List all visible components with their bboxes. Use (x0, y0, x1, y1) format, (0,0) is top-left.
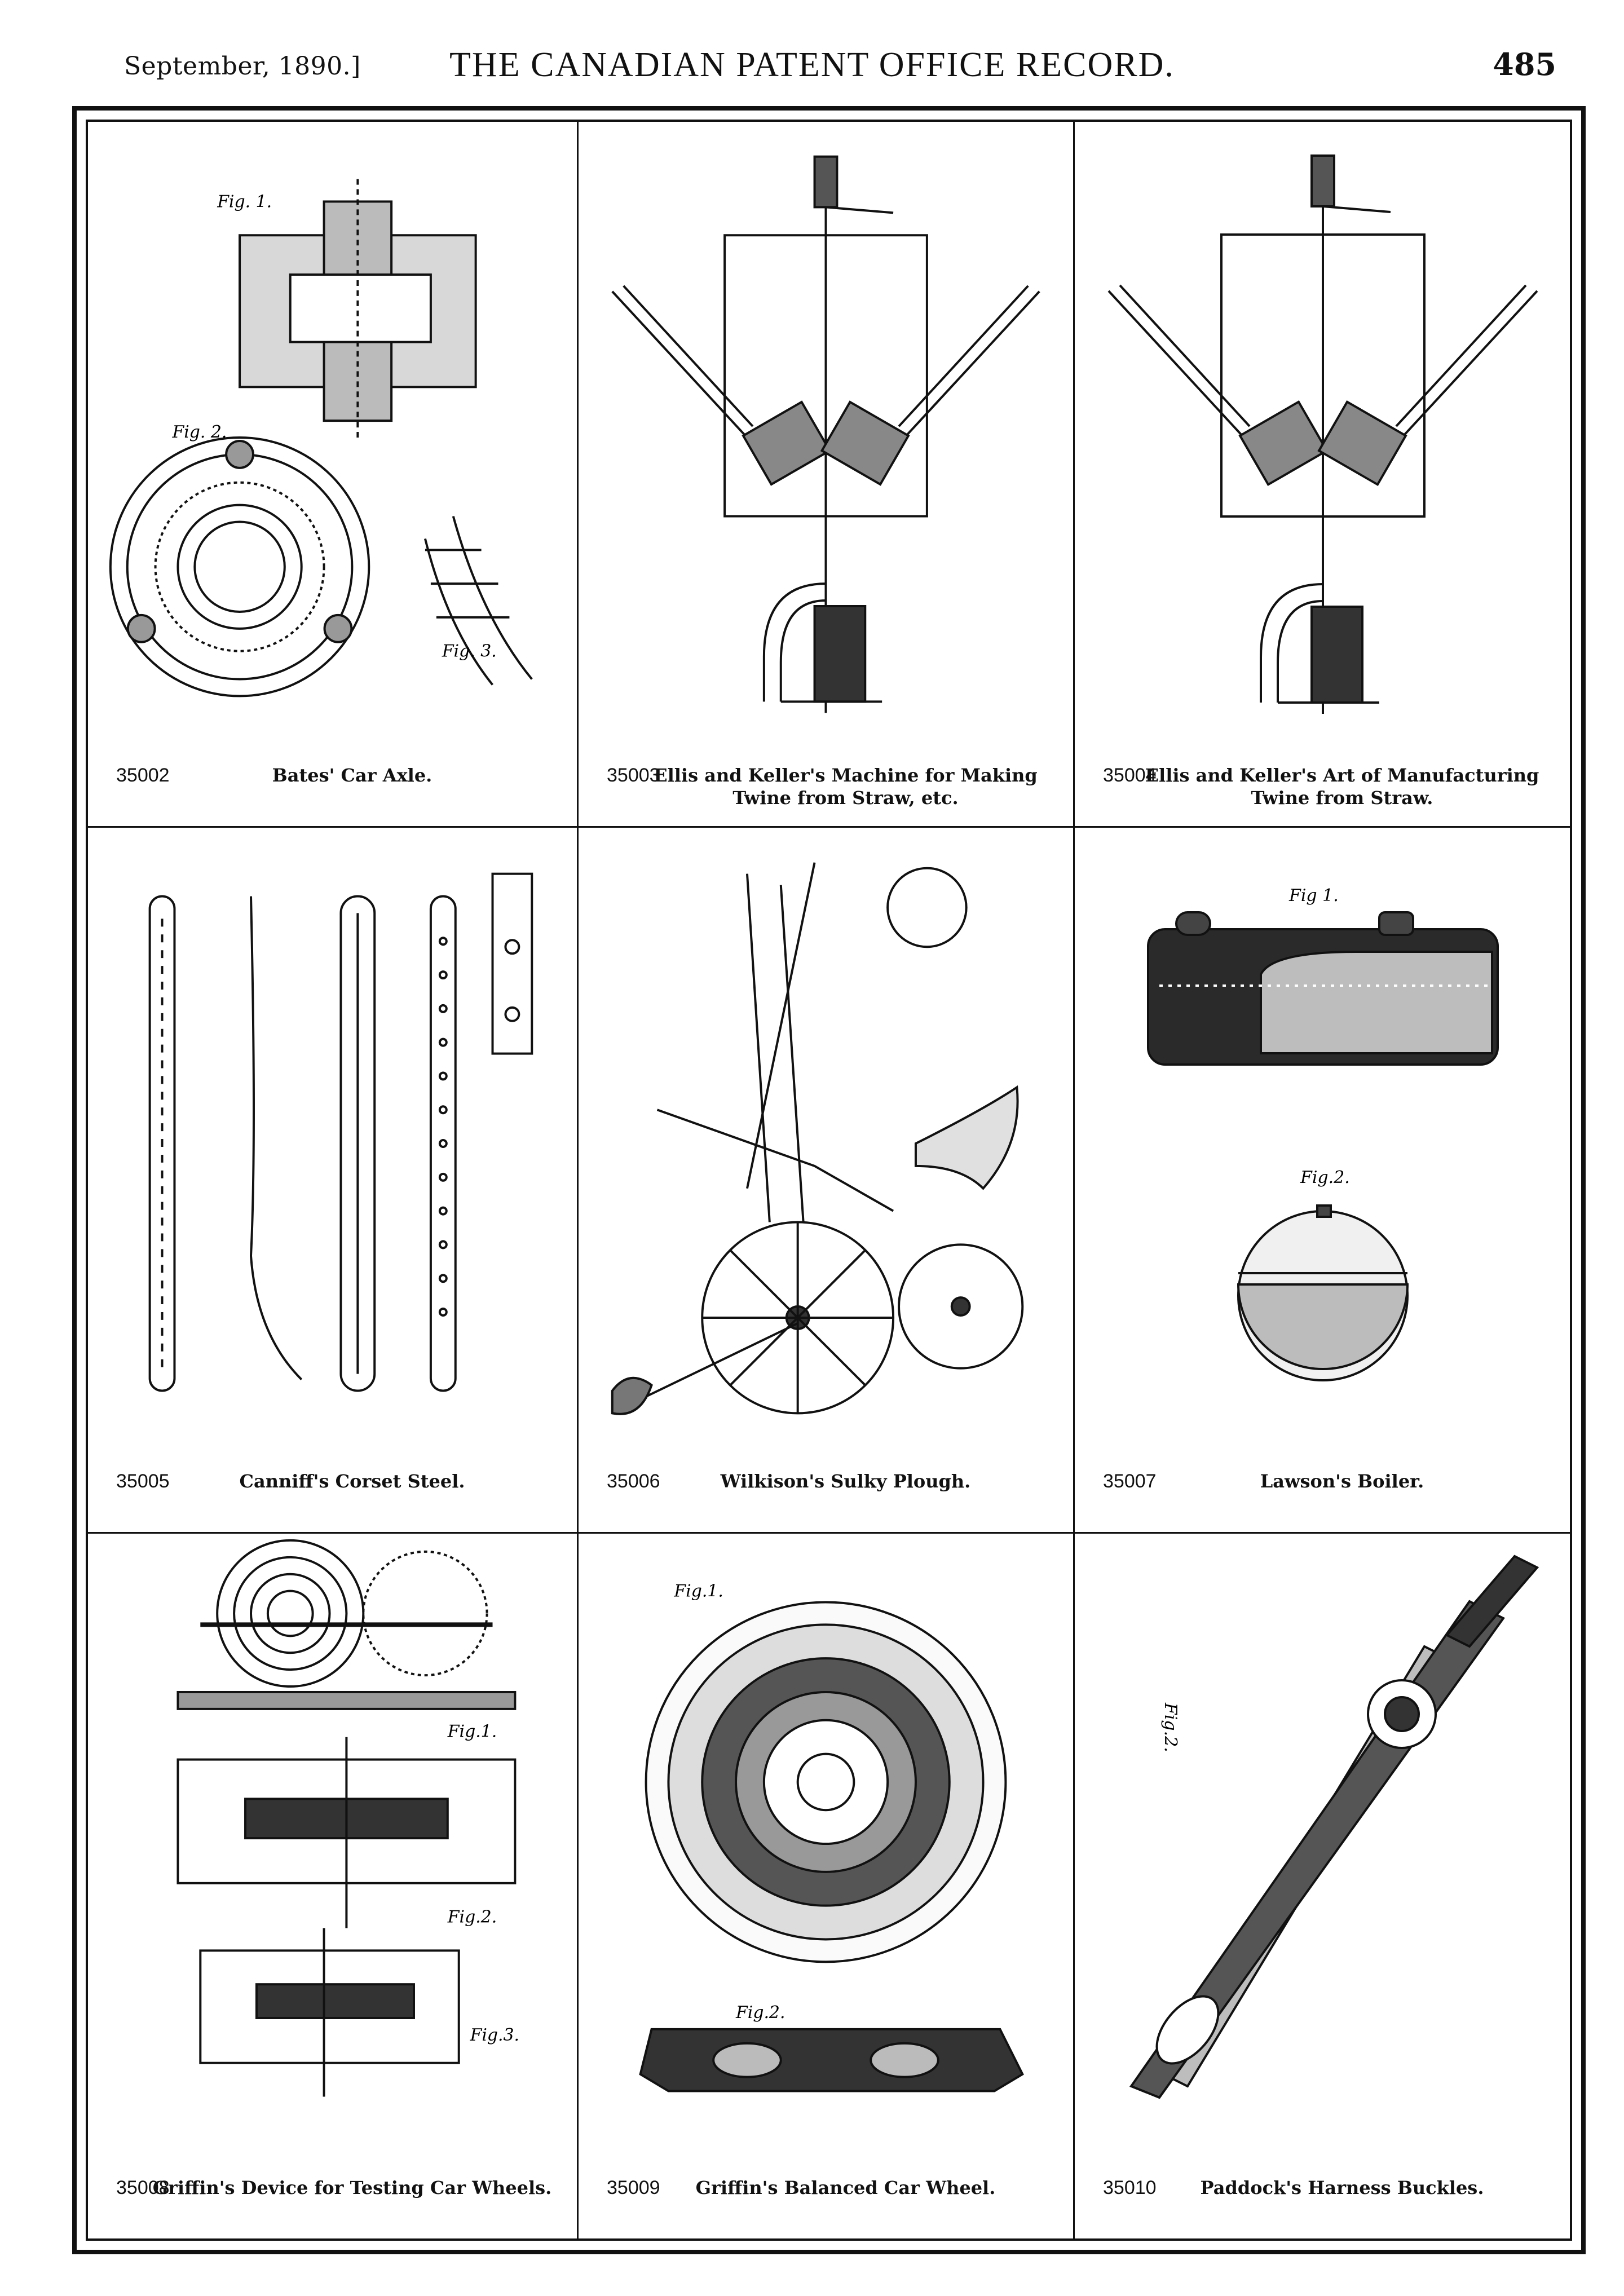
patent-title: Wilkison's Sulky Plough. (720, 1471, 971, 1492)
patent-grid: Fig. 1. Fig. 2. Fig. 3. 35002 Bates' Car… (88, 122, 1570, 2238)
journal-title: THE CANADIAN PATENT OFFICE RECORD. (449, 46, 1175, 84)
twine-art-illustration (1107, 154, 1538, 714)
patent-title: Paddock's Harness Buckles. (1200, 2177, 1484, 2198)
patent-title: Ellis and Keller's Art of Manufacturing (1145, 765, 1539, 786)
outer-frame (72, 106, 1586, 2254)
testing-fig-label-1: Fig.1. (447, 1722, 497, 1742)
car-axle-drawing: Fig. 1. Fig. 2. Fig. 3. (88, 122, 577, 759)
fig-label-2: Fig. 2. (171, 422, 227, 442)
fig-label-1: Fig. 1. (217, 192, 272, 211)
patent-number: 35002 (116, 765, 170, 786)
harness-buckle-drawing: Fig.2. (1075, 1534, 1570, 2171)
sulky-plough-illustration (611, 862, 1024, 1415)
corset-steel-drawing (88, 828, 577, 1465)
page-number: 485 (1493, 46, 1556, 82)
twine-machine-drawing (579, 122, 1073, 759)
testing-device-illustration: Fig.1. Fig.2. Fig.3. (176, 1539, 519, 2097)
patent-panel-35006: 35006 Wilkison's Sulky Plough. (579, 828, 1075, 1534)
patent-title: Lawson's Boiler. (1260, 1471, 1424, 1492)
caption: 35006 Wilkison's Sulky Plough. (601, 1460, 1056, 1522)
corset-steel-illustration (148, 872, 533, 1392)
patent-title: Griffin's Device for Testing Car Wheels. (152, 2177, 552, 2198)
patent-number: 35006 (607, 1471, 660, 1492)
patent-title: Bates' Car Axle. (272, 765, 433, 786)
patent-number: 35010 (1103, 2177, 1157, 2198)
patent-panel-35004: 35004 Ellis and Keller's Art of Manufact… (1075, 122, 1570, 828)
caption: 35004 Ellis and Keller's Art of Manufact… (1097, 754, 1553, 816)
boiler-illustration: Fig 1. Fig.2. (1147, 886, 1499, 1381)
patent-panel-35010: Fig.2. 35010 Paddock's Harness Buckles. (1075, 1534, 1570, 2238)
boiler-fig-label-1: Fig 1. (1288, 886, 1339, 906)
caption: 35002 Bates' Car Axle. (111, 754, 560, 816)
patent-panel-35002: Fig. 1. Fig. 2. Fig. 3. 35002 Bates' Car… (88, 122, 579, 828)
patent-number: 35009 (607, 2177, 660, 2198)
inner-frame (86, 120, 1572, 2241)
patent-number: 35004 (1103, 765, 1157, 786)
patent-number: 35008 (116, 2177, 170, 2198)
patent-number: 35003 (607, 765, 660, 786)
caption: 35010 Paddock's Harness Buckles. (1097, 2166, 1553, 2228)
issue-date: September, 1890.] (124, 52, 361, 81)
harness-buckle-illustration: Fig.2. (1129, 1555, 1539, 2099)
wheel-fig-label-1: Fig.1. (673, 1582, 723, 1601)
patent-panel-35009: Fig.1. Fig.2. 35009 Griffin's Balanced C… (579, 1534, 1075, 2238)
car-axle-illustration: Fig. 1. Fig. 2. Fig. 3. (109, 179, 533, 697)
twine-machine-illustration (611, 155, 1040, 713)
patent-title-continued: Twine from Straw, etc. (732, 787, 959, 809)
testing-fig-label-2: Fig.2. (447, 1908, 497, 1927)
patent-number: 35005 (116, 1471, 170, 1492)
patent-title: Griffin's Balanced Car Wheel. (695, 2177, 996, 2198)
patent-title-continued: Twine from Straw. (1251, 787, 1433, 809)
caption: 35005 Canniff's Corset Steel. (111, 1460, 560, 1522)
patent-panel-35005: 35005 Canniff's Corset Steel. (88, 828, 579, 1534)
twine-art-drawing (1075, 122, 1570, 759)
patent-title: Canniff's Corset Steel. (239, 1471, 465, 1492)
boiler-fig-label-2: Fig.2. (1300, 1168, 1350, 1187)
sulky-plough-drawing (579, 828, 1073, 1465)
patent-panel-35008: Fig.1. Fig.2. Fig.3. 35008 Griffin's Dev… (88, 1534, 579, 2238)
testing-fig-label-3: Fig.3. (470, 2025, 519, 2045)
patent-title: Ellis and Keller's Machine for Making (654, 765, 1038, 786)
caption: 35003 Ellis and Keller's Machine for Mak… (601, 754, 1056, 816)
running-header: September, 1890.] THE CANADIAN PATENT OF… (0, 39, 1624, 96)
caption: 35008 Griffin's Device for Testing Car W… (111, 2166, 560, 2228)
patent-panel-35007: Fig 1. Fig.2. 35007 Lawson's Boiler. (1075, 828, 1570, 1534)
balanced-wheel-illustration: Fig.1. Fig.2. (639, 1582, 1024, 2092)
balanced-wheel-drawing: Fig.1. Fig.2. (579, 1534, 1073, 2171)
patent-number: 35007 (1103, 1471, 1157, 1492)
caption: 35007 Lawson's Boiler. (1097, 1460, 1553, 1522)
caption: 35009 Griffin's Balanced Car Wheel. (601, 2166, 1056, 2228)
fig-label-3: Fig. 3. (442, 642, 497, 661)
buckle-fig-label: Fig.2. (1160, 1702, 1180, 1752)
testing-device-drawing: Fig.1. Fig.2. Fig.3. (88, 1534, 577, 2171)
patent-panel-35003: 35003 Ellis and Keller's Machine for Mak… (579, 122, 1075, 828)
wheel-fig-label-2: Fig.2. (735, 2003, 785, 2023)
boiler-drawing: Fig 1. Fig.2. (1075, 828, 1570, 1465)
